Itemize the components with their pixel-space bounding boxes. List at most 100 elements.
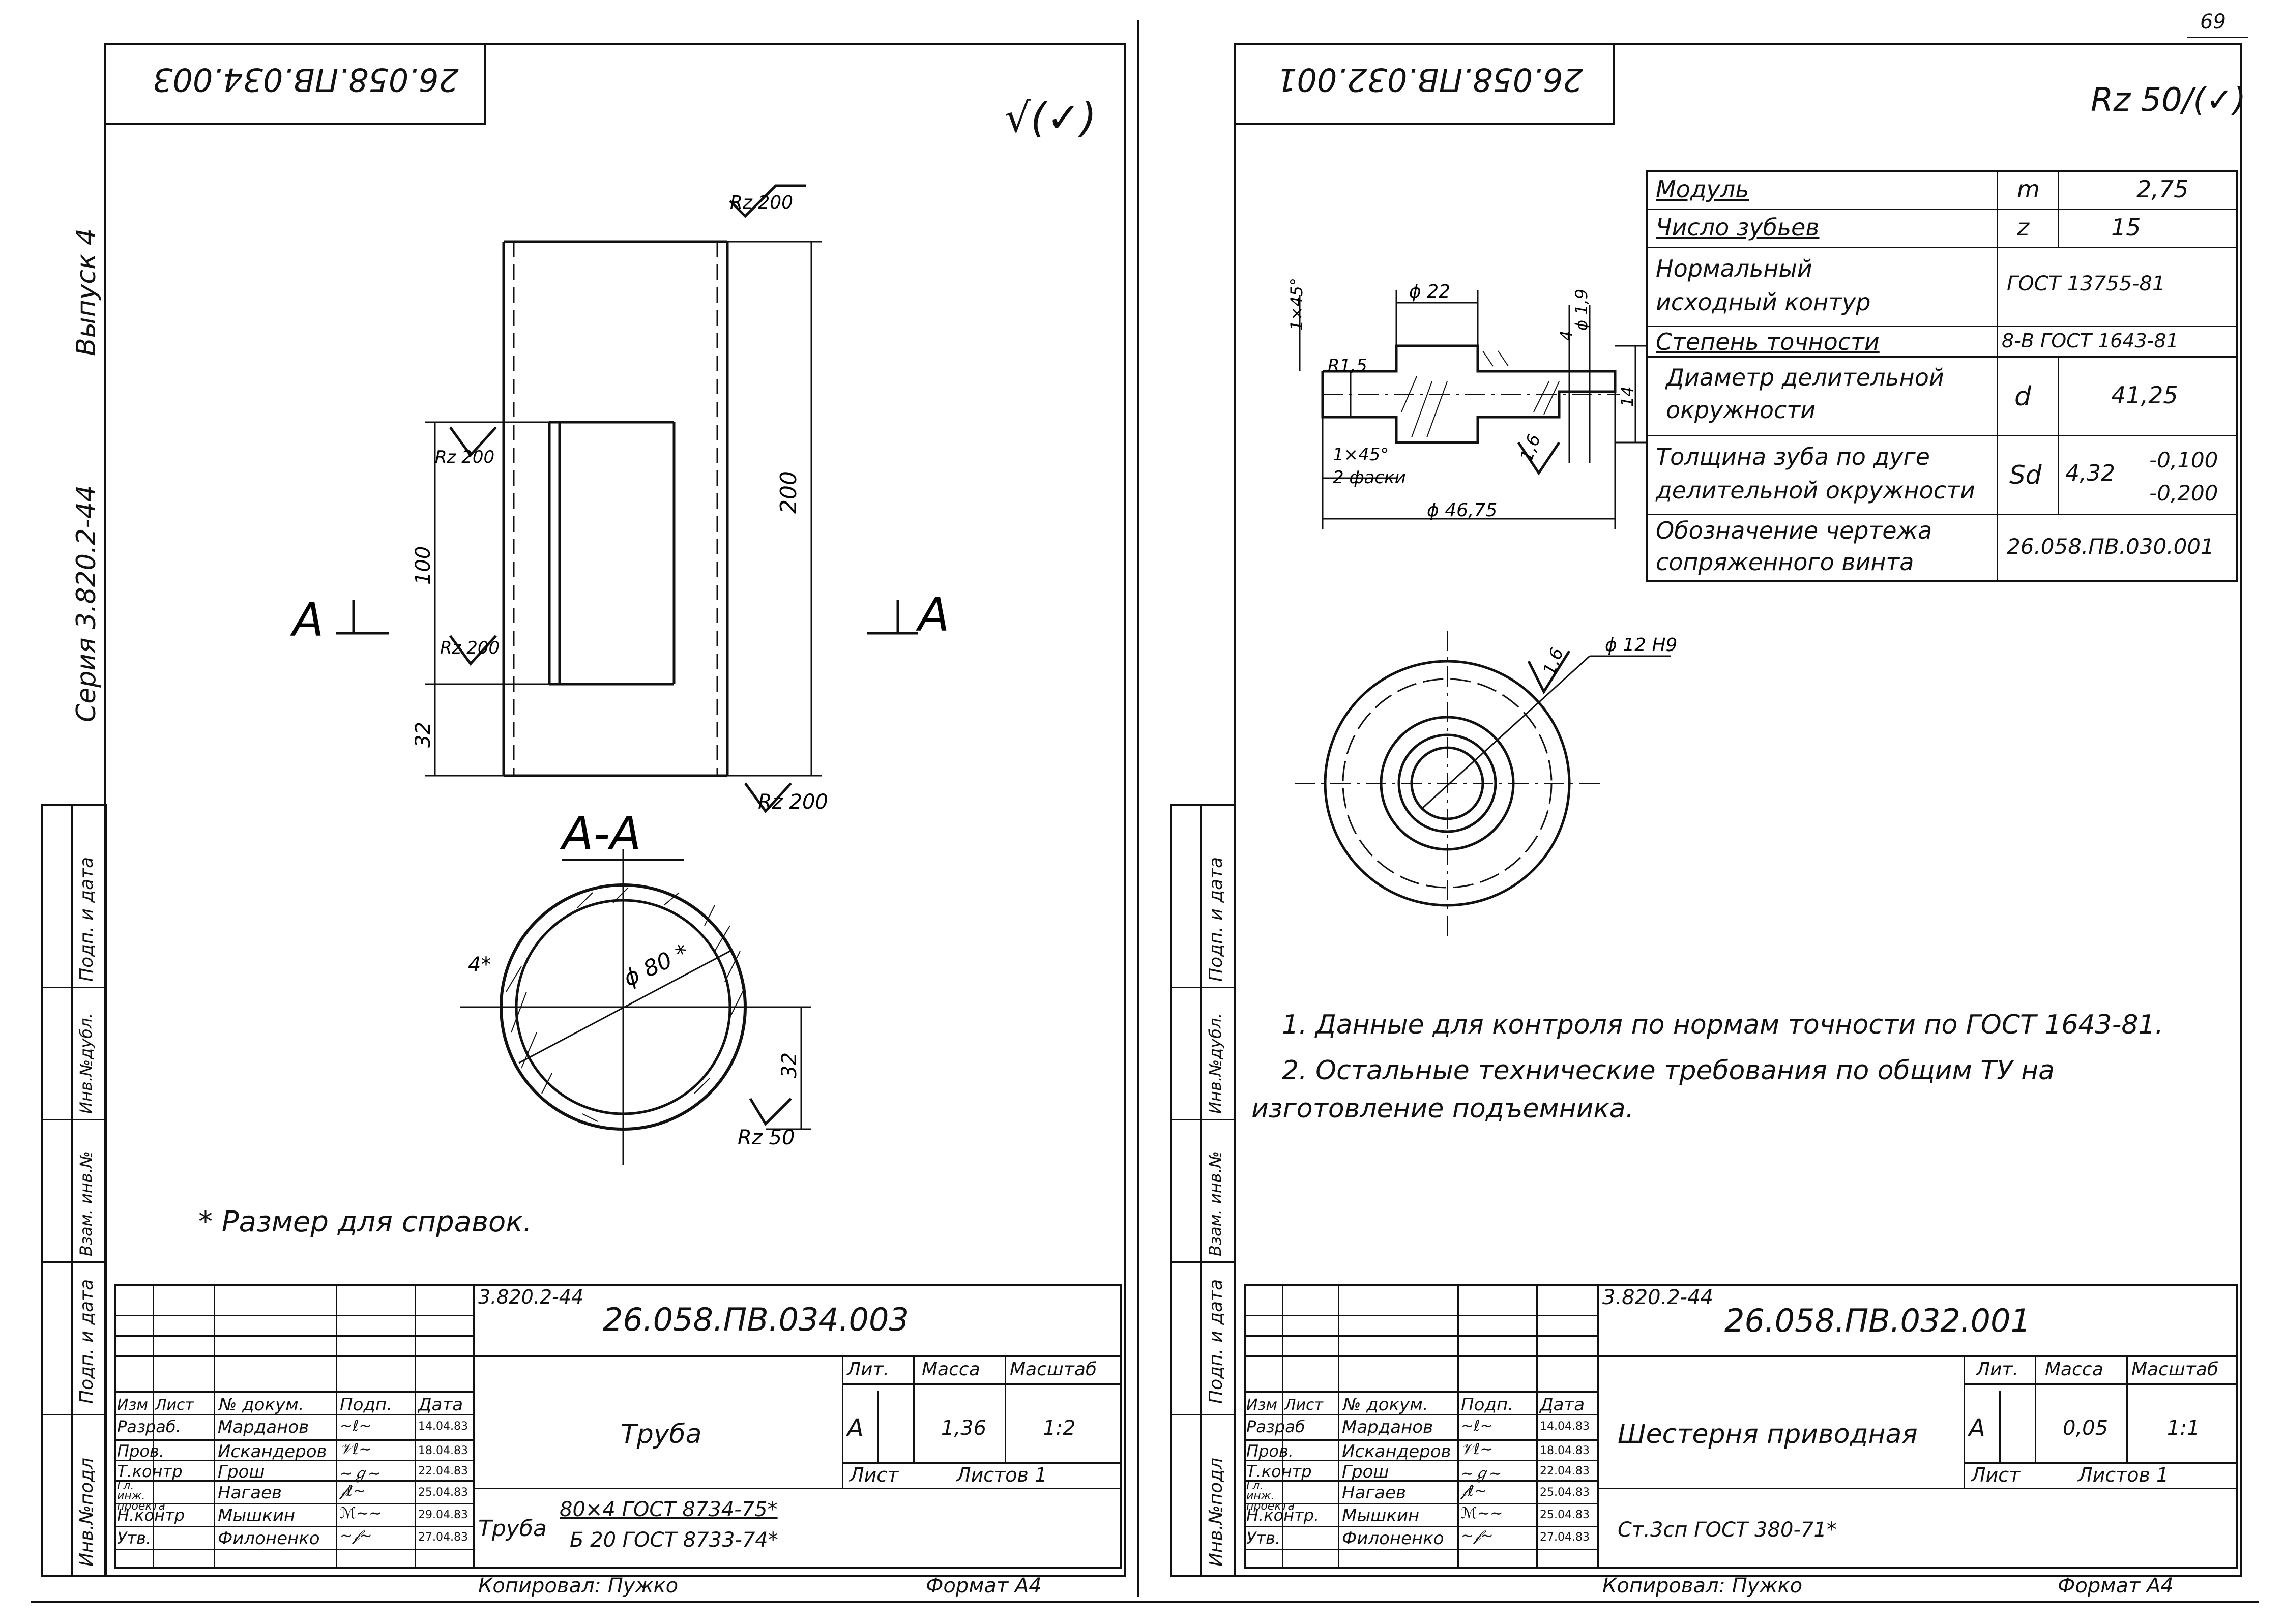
right-row-date: 18.04.83	[1540, 1444, 1590, 1457]
left-tb-h5	[114, 1414, 473, 1415]
right-tb-h12	[1964, 1383, 2238, 1385]
right-tb-hdr-sign: Подп.	[1461, 1395, 1513, 1415]
right-row-date: 14.04.83	[1540, 1420, 1590, 1433]
left-tb-v6	[842, 1355, 843, 1488]
left-tb-h4	[114, 1391, 473, 1393]
left-tube-drawing: 200 100 32 Rz 200 Rz 200 Rz 200 Rz 200 A…	[290, 184, 950, 1165]
right-tb-lit-label: Лит.	[1976, 1359, 2018, 1380]
left-row-name: Филоненко	[218, 1528, 320, 1549]
left-side-stamp-1: Инв.№подл	[76, 1457, 97, 1567]
left-side-issue: Выпуск 4	[71, 228, 102, 356]
right-tb-designation: 26.058.ПВ.032.001	[1724, 1302, 2031, 1339]
signature-icon: 𝒻ℓ∼	[340, 1482, 366, 1500]
section-title: А-А	[560, 807, 641, 861]
signature-icon: 𝒻ℓ∼	[1461, 1482, 1487, 1500]
param-row-6	[1646, 514, 2238, 515]
right-tb-v5	[1597, 1284, 1599, 1569]
right-tb-h8	[1244, 1480, 1597, 1482]
bore: ϕ 12 Н9	[1605, 635, 1677, 656]
right-row-date: 25.04.83	[1540, 1486, 1590, 1499]
right-tb-scale-label: Масштаб	[2131, 1359, 2219, 1380]
param-row-1	[1646, 209, 2238, 210]
left-tb-material-bottom: Б 20 ГОСТ 8733-74*	[570, 1528, 778, 1552]
left-side-stamp-line-3	[41, 1261, 107, 1263]
gear-drawing: 1×45° ϕ 22 ϕ 1,9 4 14 R1,5 1,6 1,6 1×45°…	[1287, 278, 1677, 936]
right-side-stamp-divider	[1200, 804, 1202, 1577]
param-label: Обозначение чертежа сопряженного винта	[1656, 517, 1932, 576]
param-label: Нормальный исходный контур	[1656, 255, 1871, 316]
left-row-role: Пров.	[117, 1441, 164, 1461]
left-side-series: Серия 3.820.2-44	[71, 485, 102, 722]
chamfer-top: 1×45°	[1287, 278, 1306, 331]
dim-4: 4	[1557, 331, 1576, 341]
dim-32-section: 32	[778, 1052, 801, 1078]
signature-icon: ∼𝒻∼	[340, 1527, 372, 1545]
signature-icon: ℳ∼∼	[1461, 1504, 1503, 1522]
right-tb-h4	[1244, 1391, 1597, 1393]
left-tb-material-prefix: Труба	[478, 1516, 547, 1542]
right-tb-v3	[1457, 1284, 1459, 1569]
left-tb-v4	[415, 1284, 416, 1569]
left-tb-h2	[114, 1335, 473, 1337]
right-tb-h11	[1244, 1549, 1597, 1550]
param-tol-lower: -0,200	[2149, 481, 2218, 506]
right-row-role: Н.контр.	[1246, 1505, 1320, 1525]
param-col-1	[1997, 170, 1998, 582]
right-row-name: Мышкин	[1342, 1505, 1420, 1526]
right-tb-name: Шестерня приводная	[1618, 1419, 1918, 1450]
dia-19: ϕ 1,9	[1572, 289, 1591, 331]
left-tb-h12	[842, 1383, 1122, 1385]
left-tb-hdr-doc: № докум.	[219, 1395, 304, 1415]
left-tb-h8	[114, 1480, 473, 1482]
left-tb-v8	[913, 1355, 915, 1462]
dim-200: 200	[776, 471, 802, 514]
left-side-stamp-line-2	[41, 1119, 107, 1120]
left-tb-material-top: 80×4 ГОСТ 8734-75*	[560, 1498, 778, 1521]
right-tb-hdr-izm: Изм	[1246, 1396, 1278, 1414]
param-row-3	[1646, 326, 2238, 327]
left-tb-v2	[214, 1284, 215, 1569]
dim-100: 100	[412, 546, 435, 585]
left-row-role: Утв.	[117, 1528, 152, 1548]
left-tb-h7	[114, 1460, 473, 1461]
param-value: 2,75	[2136, 175, 2189, 203]
dia-4675: ϕ 46,75	[1427, 500, 1497, 521]
right-row-name: Нагаев	[1342, 1483, 1407, 1503]
right-title-block	[1244, 1284, 2238, 1569]
right-tb-h3	[1244, 1355, 2238, 1357]
right-side-stamp-line-1	[1170, 987, 1236, 988]
signature-icon: ∼𝒻∼	[1461, 1527, 1494, 1545]
left-tb-lit-label: Лит.	[847, 1359, 889, 1380]
right-side-stamp-line-4	[1170, 1414, 1236, 1415]
left-tb-designation: 26.058.ПВ.034.003	[603, 1301, 909, 1338]
right-tb-v4	[1536, 1284, 1538, 1569]
left-row-date: 22.04.83	[418, 1465, 468, 1478]
left-tb-v5	[473, 1284, 475, 1569]
signature-icon: ∼ℊ∼	[1461, 1465, 1502, 1483]
right-tb-h1	[1244, 1315, 1597, 1316]
left-side-stamp-2: Подп. и дата	[76, 1279, 97, 1404]
right-code-box	[1234, 43, 1615, 125]
left-row-name: Нагаев	[218, 1483, 282, 1503]
right-row-name: Марданов	[1342, 1417, 1433, 1437]
gear-param-table	[1646, 170, 2238, 582]
signature-icon: ℳ∼∼	[340, 1504, 382, 1522]
signature-icon: ∼ℓ∼	[1461, 1417, 1493, 1435]
right-tb-v8	[2035, 1355, 2036, 1462]
right-tb-sheet-label: Лист	[1971, 1464, 2021, 1486]
right-tb-v7	[1999, 1391, 2001, 1462]
left-side-stamp-3: Взам. инв.№	[76, 1150, 96, 1256]
right-tb-scale-value: 1:1	[2167, 1416, 2200, 1440]
param-value: ГОСТ 13755-81	[2007, 272, 2165, 296]
dim-wall: 4*	[468, 953, 491, 977]
right-side-stamp-2: Подп. и дата	[1206, 1279, 1226, 1404]
right-tb-h2	[1244, 1335, 1597, 1337]
left-code-box	[104, 43, 486, 125]
param-value: 26.058.ПВ.030.001	[2007, 534, 2214, 559]
center-divider	[1137, 20, 1139, 1597]
right-tb-mass-value: 0,05	[2063, 1416, 2109, 1440]
param-value: 41,25	[2111, 381, 2178, 409]
right-copied: Копировал: Пужко	[1602, 1574, 1803, 1598]
left-title-block	[114, 1284, 1122, 1569]
rz-inner-top: Rz 200	[435, 447, 494, 467]
